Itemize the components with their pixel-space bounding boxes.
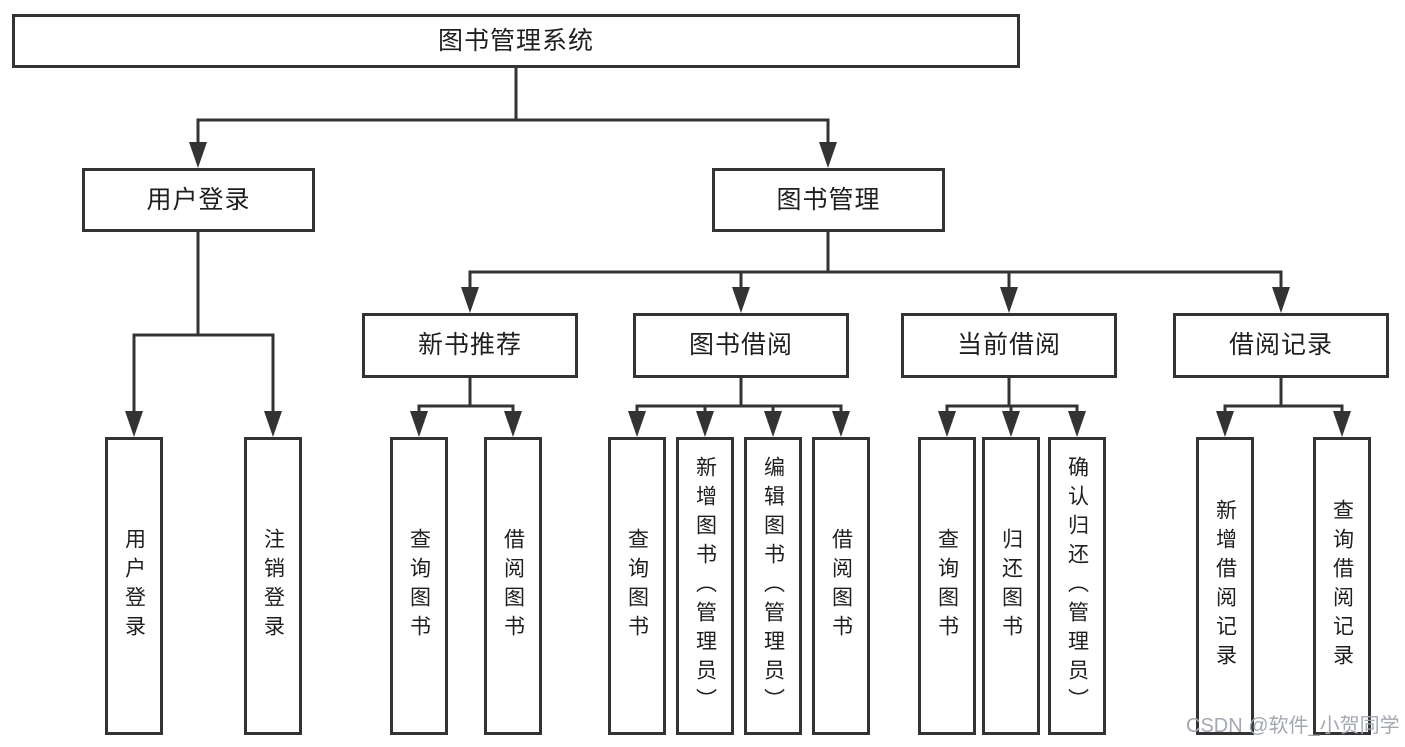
node-add-books-admin: 新增图书（管理员） [676, 437, 734, 735]
arrowhead-icon [125, 411, 143, 437]
node-book-management: 图书管理 [712, 168, 945, 232]
node-new-book-recommendation: 新书推荐 [362, 313, 578, 378]
arrowhead-icon [1333, 411, 1351, 437]
arrowhead-icon [628, 411, 646, 437]
node-return-books: 归还图书 [982, 437, 1040, 735]
node-borrow-books-borrow: 借阅图书 [812, 437, 870, 735]
node-borrow-books-rec: 借阅图书 [484, 437, 542, 735]
node-label-add-borrow-record: 新增借阅记录 [1213, 499, 1237, 673]
node-logout: 注销登录 [244, 437, 302, 735]
node-query-books-rec: 查询图书 [390, 437, 448, 735]
arrowhead-icon [461, 287, 479, 313]
node-confirm-return-admin: 确认归还（管理员） [1048, 437, 1106, 735]
node-label-user-login: 用户登录 [146, 185, 251, 214]
node-label-query-books-rec: 查询图书 [407, 528, 431, 644]
arrowhead-icon [264, 411, 282, 437]
node-book-borrowing: 图书借阅 [633, 313, 849, 378]
node-user-login-leaf: 用户登录 [105, 437, 163, 735]
node-label-current-borrowing: 当前借阅 [956, 331, 1061, 359]
node-label-add-books-admin: 新增图书（管理员） [693, 455, 717, 717]
node-query-borrow-record: 查询借阅记录 [1313, 437, 1371, 735]
node-query-books-current: 查询图书 [918, 437, 976, 735]
arrowhead-icon [938, 411, 956, 437]
arrowhead-icon [819, 142, 837, 168]
node-root: 图书管理系统 [12, 14, 1020, 68]
node-label-confirm-return-admin: 确认归还（管理员） [1065, 455, 1089, 717]
node-label-root: 图书管理系统 [437, 26, 594, 55]
arrowhead-icon [189, 142, 207, 168]
arrowhead-icon [504, 411, 522, 437]
node-label-book-management: 图书管理 [776, 185, 881, 214]
node-borrowing-records: 借阅记录 [1173, 313, 1389, 378]
arrowhead-icon [1216, 411, 1234, 437]
node-label-return-books: 归还图书 [999, 528, 1023, 644]
arrowhead-icon [1002, 411, 1020, 437]
arrowhead-icon [1272, 287, 1290, 313]
node-label-user-login-leaf: 用户登录 [122, 528, 146, 644]
node-label-logout: 注销登录 [261, 528, 285, 644]
node-label-borrow-books-borrow: 借阅图书 [829, 528, 853, 644]
arrowhead-icon [764, 411, 782, 437]
node-label-book-borrowing: 图书借阅 [688, 331, 793, 359]
node-query-books-borrow: 查询图书 [608, 437, 666, 735]
node-current-borrowing: 当前借阅 [901, 313, 1117, 378]
node-label-borrow-books-rec: 借阅图书 [501, 528, 525, 644]
arrowhead-icon [1068, 411, 1086, 437]
node-label-query-books-current: 查询图书 [935, 528, 959, 644]
node-label-new-book-recommendation: 新书推荐 [417, 331, 522, 359]
node-add-borrow-record: 新增借阅记录 [1196, 437, 1254, 735]
arrowhead-icon [832, 411, 850, 437]
node-user-login: 用户登录 [82, 168, 315, 232]
node-label-query-books-borrow: 查询图书 [625, 528, 649, 644]
watermark-text: CSDN @软件_小贺同学 [1186, 715, 1400, 737]
node-edit-books-admin: 编辑图书（管理员） [744, 437, 802, 735]
arrowhead-icon [410, 411, 428, 437]
node-label-edit-books-admin: 编辑图书（管理员） [761, 455, 785, 717]
arrowhead-icon [1000, 287, 1018, 313]
node-label-query-borrow-record: 查询借阅记录 [1330, 499, 1354, 673]
arrowhead-icon [732, 287, 750, 313]
node-label-borrowing-records: 借阅记录 [1228, 331, 1333, 359]
arrowhead-icon [696, 411, 714, 437]
